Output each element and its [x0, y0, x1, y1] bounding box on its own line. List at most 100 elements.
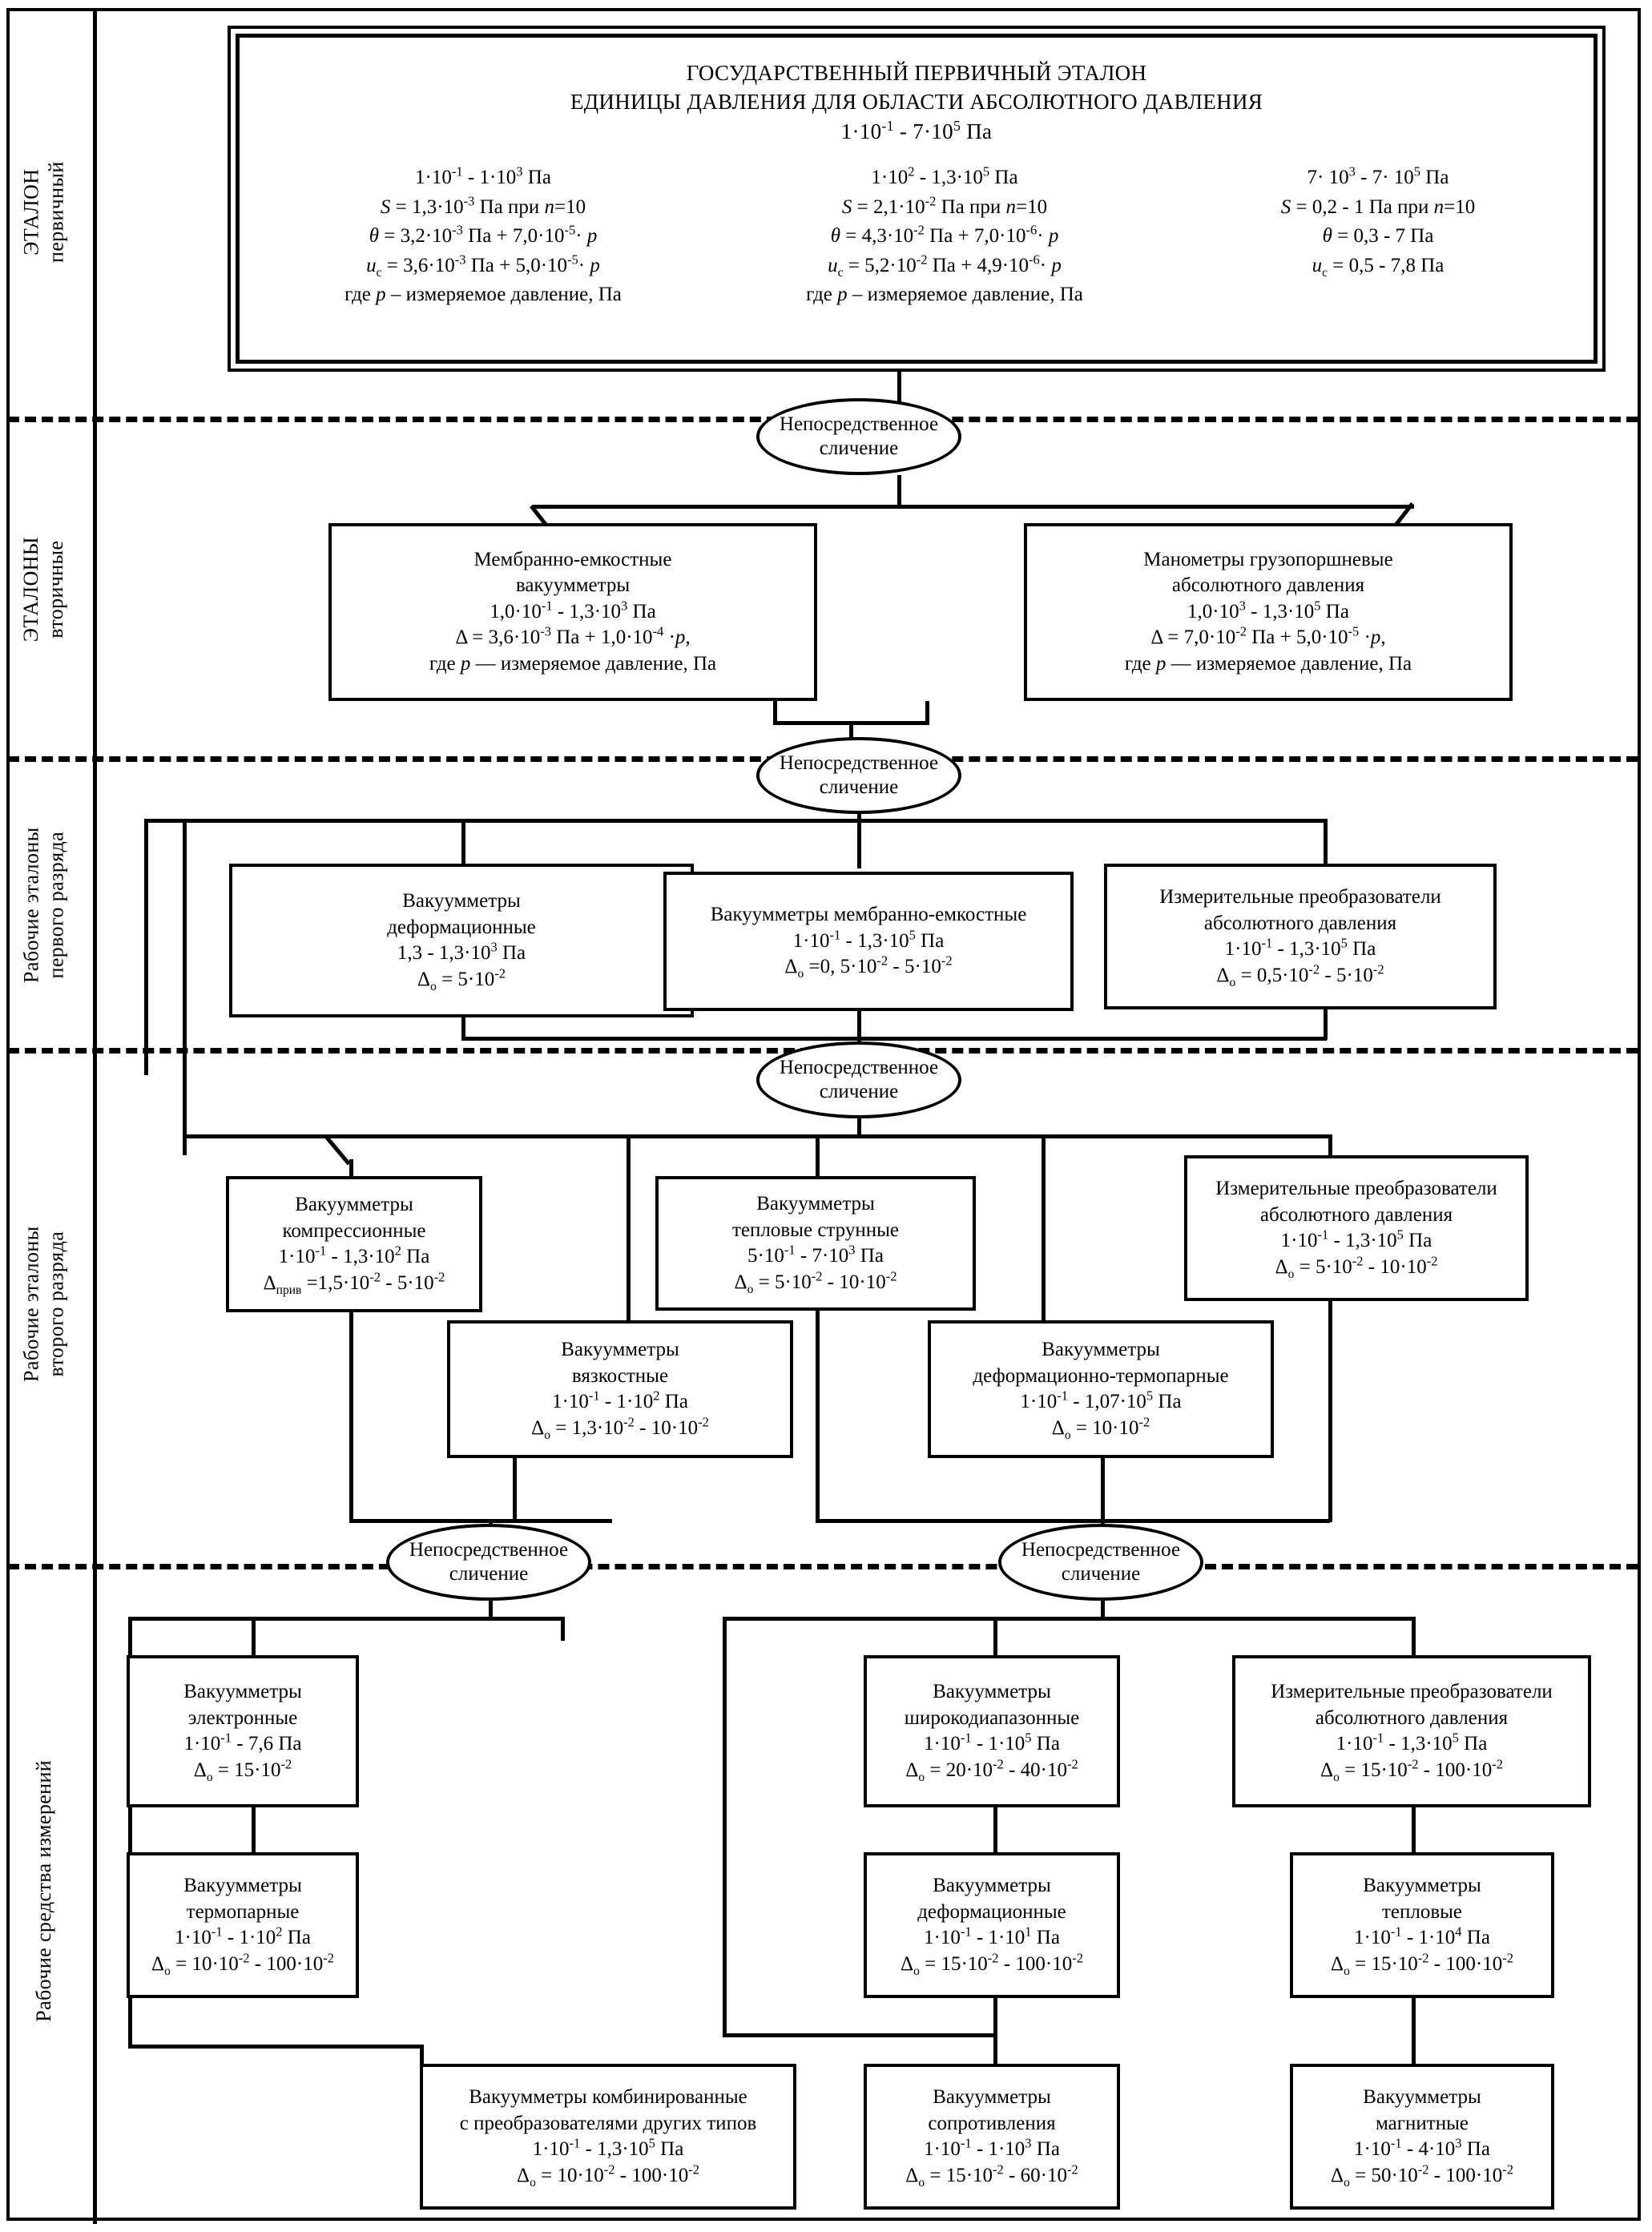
rank2-box-viscous-vacuum-gauges: Вакуумметры вязкостные 1·10-1 - 1·102 Па… — [447, 1320, 793, 1458]
connector-to-combined — [420, 2045, 424, 2069]
working-name1: Измерительные преобразователи — [1271, 1681, 1553, 1702]
rank2-name2: компрессионные — [282, 1219, 426, 1242]
working-name2: электронные — [187, 1706, 298, 1729]
working-delta: Δо = 15·10-2 - 100·10-2 — [901, 1950, 1083, 1978]
secondary-range: 1,0·10-1 - 1,3·103 Па — [490, 598, 656, 622]
rank1-name2: деформационные — [387, 916, 536, 938]
primary-title-range: 1·10-1 - 7·105 Па — [840, 117, 993, 143]
connector-bottom-left-bus — [128, 2045, 420, 2049]
rank2-range: 5·10-1 - 7·103 Па — [747, 1242, 884, 1267]
connector-to-defthermo-box — [1042, 1295, 1046, 1323]
working-box-combined-vacuum-gauges: Вакуумметры комбинированные с преобразов… — [420, 2064, 796, 2210]
working-range: 1·10-1 - 1·105 Па — [924, 1730, 1060, 1755]
working-range: 1·10-1 - 1·104 Па — [1354, 1924, 1490, 1948]
connector-to-resistance — [993, 1998, 997, 2069]
working-name1: Вакуумметры комбинированные — [469, 2086, 747, 2108]
rank2-name2: вязкостные — [571, 1364, 669, 1387]
rank1-delta: Δо = 0,5·10-2 - 5·10-2 — [1216, 961, 1384, 989]
working-range: 1·10-1 - 1,3·105 Па — [532, 2135, 684, 2160]
compare-node-1: Непосредственное сличение — [756, 398, 961, 475]
working-name1: Вакуумметры — [183, 1875, 302, 1896]
connector-cmp5-bus — [816, 1519, 1330, 1523]
connector-rank2-drop-defthermo-feed — [1042, 1134, 1046, 1295]
connector-to-viscous-box — [627, 1295, 631, 1323]
working-delta: Δо = 15·10-2 — [193, 1756, 292, 1784]
primary-c2-range: 1·102 - 1,3·105 Па — [871, 163, 1018, 189]
compare-node-2: Непосредственное сличение — [756, 737, 961, 814]
working-box-resistance-vacuum-gauges: Вакуумметры сопротивления 1·10-1 - 1·103… — [864, 2064, 1120, 2210]
working-delta: Δо = 15·10-2 - 60·10-2 — [905, 2161, 1078, 2190]
rank1-name2: абсолютного давления — [1203, 912, 1397, 934]
connector-cmp1-stem — [897, 475, 901, 507]
rank1-delta: Δо = 5·10-2 — [417, 965, 506, 993]
primary-c2-theta: θ = 4,3·10-2 Па + 7,0·10-6· p — [830, 222, 1059, 248]
rank1-range: 1·10-1 - 1,3·105 Па — [792, 927, 945, 952]
compare-node-line1: Непосредственное — [409, 1538, 569, 1561]
rank2-delta: Δо = 5·10-2 - 10·10-2 — [1275, 1253, 1438, 1281]
rank1-range: 1·10-1 - 1,3·105 Па — [1224, 935, 1376, 960]
working-name2: деформационные — [917, 1900, 1066, 1923]
connector-rank1-lower-bus — [461, 1037, 1327, 1041]
working-name1: Вакуумметры — [933, 1681, 1051, 1702]
working-box-wide-range-vacuum-gauges: Вакуумметры широкодиапазонные 1·10-1 - 1… — [864, 1655, 1120, 1807]
rank2-range: 1·10-1 - 1,07·105 Па — [1020, 1388, 1182, 1412]
rank2-range: 1·10-1 - 1·102 Па — [552, 1388, 688, 1412]
working-name1: Вакуумметры — [183, 1681, 302, 1702]
connector-compression-down — [349, 1312, 353, 1522]
connector-working-right-bus — [723, 1617, 1412, 1621]
primary-c2-uc: uc = 5,2·10-2 Па + 4,9·10-6· p — [828, 252, 1062, 280]
compare-node-line2: сличение — [449, 1563, 529, 1585]
rank2-box-deformation-thermocouple-vacuum-gauges: Вакуумметры деформационно-термопарные 1·… — [928, 1320, 1274, 1458]
primary-c3-uc: uc = 0,5 - 7,8 Па — [1312, 254, 1444, 280]
secondary-delta: Δ = 3,6·10-3 Па + 1,0·10-4 ·p, — [455, 623, 691, 649]
working-name1: Вакуумметры — [1363, 1875, 1481, 1896]
connector-working-left-bus-right-drop — [561, 1617, 565, 1641]
primary-column-3: 7· 103 - 7· 105 Па S = 0,2 - 1 Па при n=… — [1190, 163, 1566, 280]
connector-cmp3-stem — [857, 1118, 861, 1138]
working-range: 1·10-1 - 1,3·105 Па — [1336, 1730, 1488, 1755]
primary-c2-note: где p – измеряемое давление, Па — [806, 284, 1083, 306]
connector-sec-right-down — [925, 701, 929, 723]
connector-to-thermocouple — [252, 1825, 256, 1855]
rank1-name1: Вакуумметры — [402, 890, 521, 912]
connector-rank1-far-left-drop — [144, 819, 148, 1075]
primary-standard-box: ГОСУДАРСТВЕННЫЙ ПЕРВИЧНЫЙ ЭТАЛОН ЕДИНИЦЫ… — [236, 34, 1598, 364]
primary-c3-s: S = 0,2 - 1 Па при n=10 — [1280, 195, 1476, 218]
connector-rank1-b3-down — [1324, 1009, 1328, 1040]
compare-node-line2: сличение — [1061, 1563, 1141, 1585]
secondary-name2: вакуумметры — [515, 574, 631, 597]
connector-rank2-bus — [183, 1134, 1328, 1138]
working-name2: тепловые — [1381, 1900, 1463, 1923]
working-delta: Δо = 20·10-2 - 40·10-2 — [905, 1756, 1078, 1784]
connector-defthermo-down — [1101, 1458, 1105, 1522]
connector-to-magnetic — [1412, 1998, 1416, 2069]
working-box-deformation-vacuum-gauges: Вакуумметры деформационные 1·10-1 - 1·10… — [864, 1852, 1120, 1998]
label-column-divider — [93, 8, 97, 2224]
connector-rank2-drop-2 — [816, 1134, 820, 1181]
connector-to-deformation — [993, 1807, 997, 1855]
connector-rank1-drop-2 — [857, 819, 861, 868]
rank1-range: 1,3 - 1,3·103 Па — [397, 939, 526, 964]
working-box-electronic-vacuum-gauges: Вакуумметры электронные 1·10-1 - 7,6 Па … — [127, 1655, 359, 1807]
connector-rank1-left-drop — [183, 819, 187, 1155]
compare-node-line2: сличение — [819, 776, 899, 798]
rank2-name2: тепловые струнные — [732, 1219, 899, 1241]
rank2-delta: Δо = 5·10-2 - 10·10-2 — [734, 1268, 897, 1296]
compare-node-line1: Непосредственное — [1021, 1538, 1181, 1561]
compare-node-line2: сличение — [819, 1081, 899, 1102]
connector-sec-left-down — [773, 701, 777, 723]
working-range: 1·10-1 - 1·103 Па — [924, 2135, 1060, 2160]
connector-rank1-drop-3 — [1324, 819, 1328, 868]
working-box-thermal-vacuum-gauges: Вакуумметры тепловые 1·10-1 - 1·104 Па Δ… — [1290, 1852, 1554, 1998]
connector-working-drop-wide-range — [993, 1617, 997, 1658]
working-delta: Δо = 15·10-2 - 100·10-2 — [1331, 1950, 1513, 1978]
connector-to-thermal — [1412, 1807, 1416, 1855]
connector-sec-to-cmp2 — [849, 721, 853, 743]
rank2-delta: Δприв =1,5·10-2 - 5·10-2 — [263, 1269, 445, 1297]
connector-working-drop-transducers — [1412, 1617, 1416, 1658]
secondary-range: 1,0·103 - 1,3·105 Па — [1187, 598, 1349, 622]
primary-title-line1: ГОСУДАРСТВЕННЫЙ ПЕРВИЧНЫЙ ЭТАЛОН — [686, 61, 1147, 85]
rank1-box-absolute-pressure-transducers: Измерительные преобразователи абсолютног… — [1104, 864, 1497, 1009]
working-name2: абсолютного давления — [1315, 1706, 1509, 1729]
rank2-name1: Вакуумметры — [1042, 1339, 1160, 1360]
